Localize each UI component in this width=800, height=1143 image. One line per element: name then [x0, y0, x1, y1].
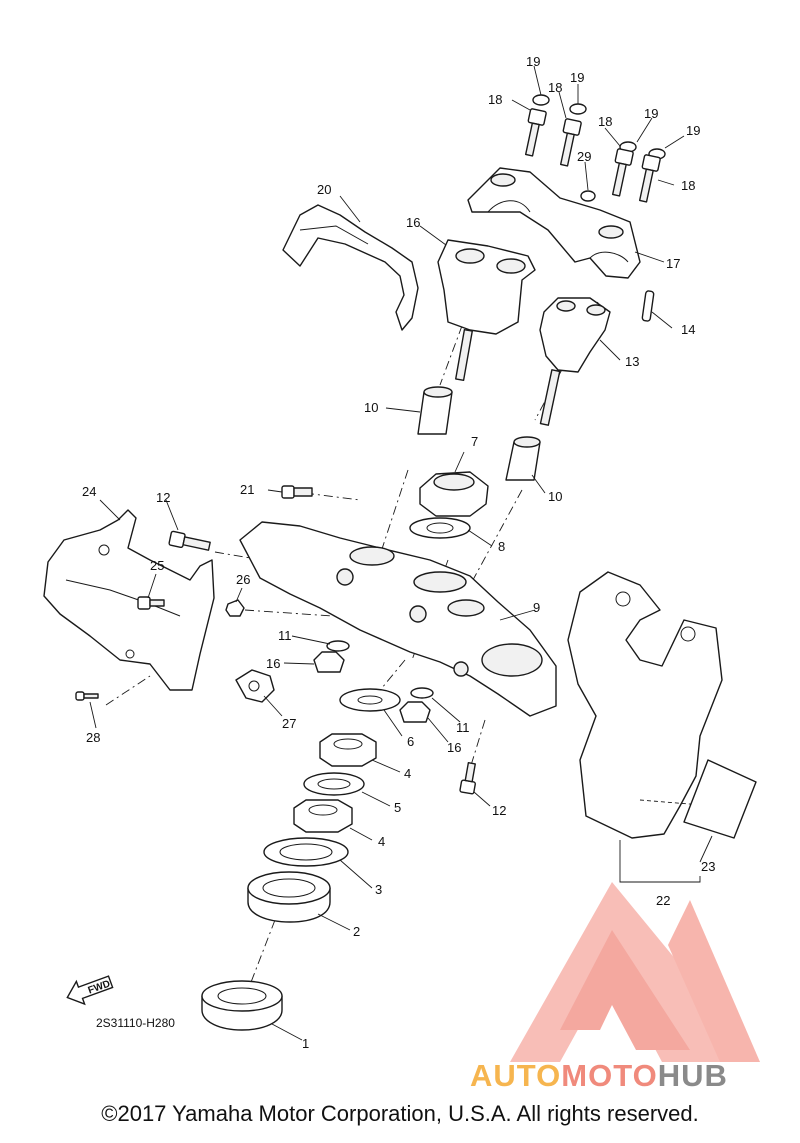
part-13-handlebar-holder-right [539, 297, 611, 426]
part-6-washer [339, 688, 401, 712]
callout-23: 23 [701, 859, 715, 874]
part-24-bracket [43, 509, 215, 691]
part-3-dust-seal [263, 837, 349, 867]
callout-17: 17 [666, 256, 680, 271]
callout-22: 22 [656, 893, 670, 908]
part-25-bolt [137, 596, 165, 610]
callout-4: 4 [378, 834, 385, 849]
watermark-part-3: HUB [657, 1058, 728, 1093]
fwd-arrow-icon: FWD [66, 975, 114, 1006]
callout-18: 18 [681, 178, 695, 193]
callout-27: 27 [282, 716, 296, 731]
callout-3: 3 [375, 882, 382, 897]
callout-10: 10 [364, 400, 378, 415]
leader-lines [89, 65, 713, 1041]
part-18-bolts [524, 108, 661, 203]
part-15-handlebar-holder-left [437, 239, 536, 382]
callout-14: 14 [681, 322, 695, 337]
part-14-pin [641, 290, 655, 322]
callout-12: 12 [156, 490, 170, 505]
part-20-cover [282, 204, 419, 331]
copyright-notice: ©2017 Yamaha Motor Corporation, U.S.A. A… [101, 1101, 699, 1126]
callout-15: 16 [406, 215, 420, 230]
part-11-washers [326, 640, 434, 699]
part-1-bearing-lower [201, 980, 283, 1031]
part-17-upper-handlebar-holder [467, 167, 641, 279]
callout-11: 11 [456, 720, 470, 735]
part-23-label [683, 759, 757, 839]
fwd-label: FWD [87, 978, 112, 996]
callout-28: 28 [86, 730, 100, 745]
callout-20: 20 [317, 182, 331, 197]
callout-21: 21 [240, 482, 254, 497]
callout-2: 2 [353, 924, 360, 939]
part-28-screw [75, 691, 99, 701]
callout-19: 19 [686, 123, 700, 138]
callout-7: 7 [471, 434, 478, 449]
callout-16: 16 [266, 656, 280, 671]
part-21-bolt [281, 485, 313, 499]
callout-9: 9 [533, 600, 540, 615]
callout-11: 11 [278, 628, 292, 643]
part-5-washer [303, 772, 365, 796]
callout-6: 6 [407, 734, 414, 749]
part-9-upper-bracket [239, 521, 557, 717]
callout-18: 18 [598, 114, 612, 129]
part-10-dampers [417, 386, 541, 481]
watermark-wordmark: AUTOMOTOHUB [470, 1058, 728, 1094]
callout-13: 13 [625, 354, 639, 369]
part-12-bolts [168, 530, 476, 795]
callout-25: 25 [150, 558, 164, 573]
callout-24: 24 [82, 484, 96, 499]
watermark-part-1: AUTO [470, 1058, 562, 1093]
callout-numbers: 19 19 18 18 18 19 19 18 29 20 16 17 14 1… [82, 54, 715, 1051]
callout-19: 19 [526, 54, 540, 69]
part-22-protective-cover [567, 571, 723, 839]
part-16-nuts [313, 651, 431, 723]
part-2-bearing-upper [247, 871, 331, 923]
callout-18: 18 [488, 92, 502, 107]
part-26-nut [225, 599, 245, 617]
callout-19: 19 [570, 70, 584, 85]
part-8-washer [409, 517, 471, 539]
part-7-steering-stem-nut [419, 471, 489, 517]
callout-12: 12 [492, 803, 506, 818]
callout-16: 16 [447, 740, 461, 755]
part-27-clamp [235, 669, 275, 703]
callout-4: 4 [404, 766, 411, 781]
callout-19: 19 [644, 106, 658, 121]
watermark-part-2: MOTO [561, 1058, 658, 1093]
diagram-reference-code: 2S31110-H280 [96, 1016, 175, 1030]
callout-18: 18 [548, 80, 562, 95]
callout-1: 1 [302, 1036, 309, 1051]
part-4-ring-nuts [293, 733, 377, 833]
callout-5: 5 [394, 800, 401, 815]
callout-8: 8 [498, 539, 505, 554]
callout-10: 10 [548, 489, 562, 504]
callout-29: 29 [577, 149, 591, 164]
watermark-logo [510, 882, 760, 1062]
callout-26: 26 [236, 572, 250, 587]
